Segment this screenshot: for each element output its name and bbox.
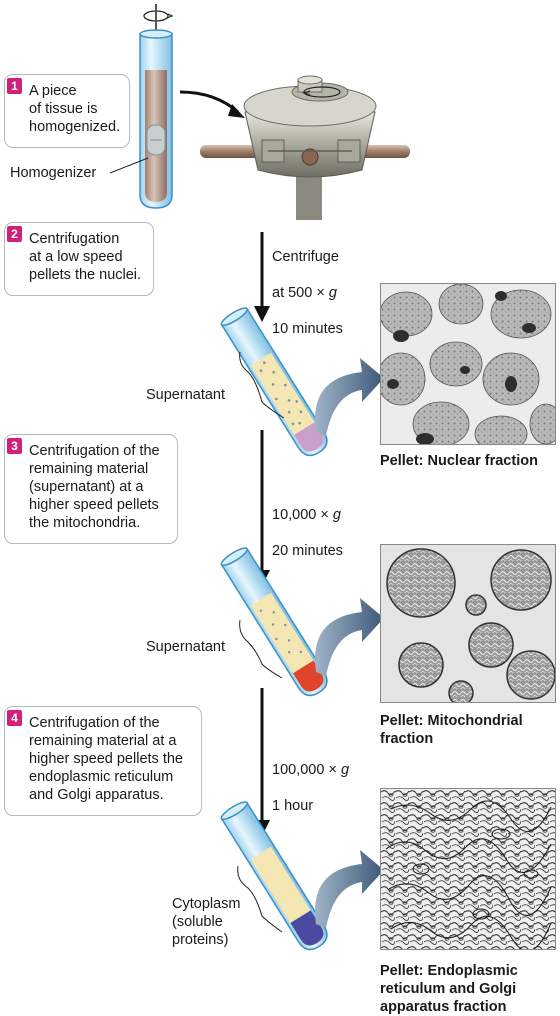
step-3-box: 3 Centrifugation of the remaining materi…: [4, 434, 178, 544]
homogenizer-leader: [109, 157, 149, 174]
spin-3-conditions: 100,000 × g 1 hour: [272, 743, 349, 833]
supernatant-1-bracket: [239, 351, 285, 419]
step-4-box: 4 Centrifugation of the remaining materi…: [4, 706, 202, 816]
centrifuge: [200, 75, 410, 220]
to-centrifuge-arrow: [179, 90, 245, 118]
mitochondrial-fraction-caption: Pellet: Mitochondrial fraction: [380, 713, 523, 747]
spin-2-line2: 20 minutes: [272, 543, 343, 559]
supernatant-2-bracket: [239, 619, 283, 679]
spin-1-line2: at 500 × g: [272, 285, 337, 301]
supernatant-2-label: Supernatant: [146, 639, 226, 655]
spin-1-line1: Centrifuge: [272, 249, 339, 265]
spin-3-line2: 1 hour: [272, 798, 314, 814]
homogenizer-tube: [139, 4, 174, 209]
spin-2-conditions: 10,000 × g 20 minutes: [272, 488, 343, 578]
step-4-text: Centrifugation of the remaining material…: [29, 715, 183, 803]
er-pellet-arrow: [314, 850, 384, 928]
nuclear-fraction-caption: Pellet: Nuclear fraction: [380, 453, 538, 469]
homogenizer-label: Homogenizer: [10, 165, 97, 181]
step-3-badge: 3: [7, 438, 22, 454]
spin-2-line1: 10,000 × g: [272, 507, 341, 523]
spin-1-line3: 10 minutes: [272, 321, 343, 337]
mito-pellet-arrow: [314, 598, 384, 676]
step-1-badge: 1: [7, 78, 22, 94]
step-2-badge: 2: [7, 226, 22, 242]
er-golgi-fraction-micrograph: [380, 788, 556, 950]
step-2-text: Centrifugation at a low speed pellets th…: [29, 231, 142, 283]
nuclear-fraction-micrograph: [380, 283, 556, 445]
spin-arrow-3: [254, 688, 270, 836]
step-1-text: A piece of tissue is homogenized.: [29, 83, 121, 135]
tube-er-golgi: [220, 801, 328, 951]
cytoplasm-label: Cytoplasm (soluble proteins): [172, 896, 241, 948]
step-1-box: 1 A piece of tissue is homogenized.: [4, 74, 130, 148]
spin-3-line1: 100,000 × g: [272, 762, 350, 778]
er-golgi-fraction-caption: Pellet: Endoplasmic reticulum and Golgi …: [380, 963, 518, 1015]
step-3-text: Centrifugation of the remaining material…: [29, 443, 160, 531]
nuclear-pellet-arrow: [314, 358, 384, 436]
step-4-badge: 4: [7, 710, 22, 726]
supernatant-1-label: Supernatant: [146, 387, 226, 403]
spin-arrow-1: [254, 232, 270, 322]
step-2-box: 2 Centrifugation at a low speed pellets …: [4, 222, 154, 296]
mitochondrial-fraction-micrograph: [380, 544, 556, 703]
cytoplasm-bracket: [237, 865, 283, 933]
spin-1-conditions: Centrifuge at 500 × g 10 minutes: [272, 230, 343, 356]
